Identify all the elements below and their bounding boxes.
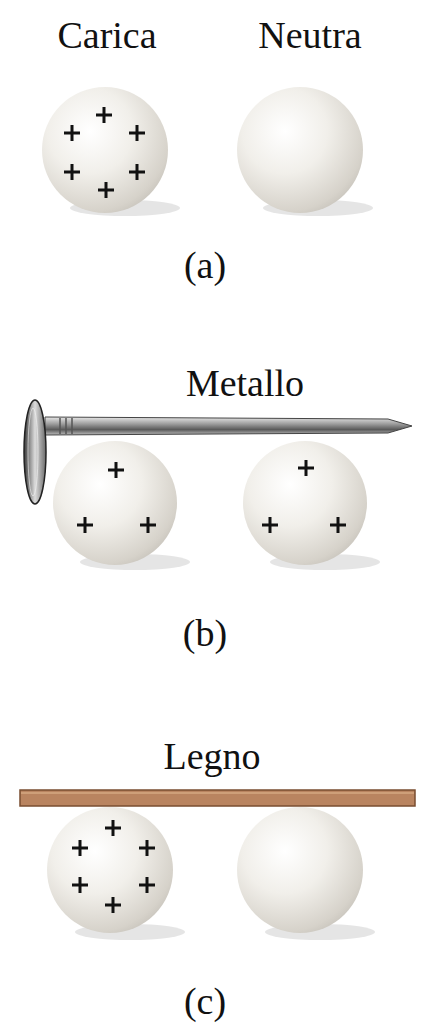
sphere <box>53 441 177 565</box>
panel-label: (b) <box>183 613 227 655</box>
metal-nail <box>24 400 412 504</box>
material-label: Metallo <box>186 363 304 405</box>
sphere-group-a <box>42 87 373 216</box>
charge-symbols <box>72 820 155 913</box>
sphere-group-c <box>20 790 415 940</box>
charge-symbols <box>77 460 346 533</box>
sphere-group-b <box>24 400 412 570</box>
state-label: Neutra <box>258 15 361 57</box>
charged-sphere <box>47 807 173 933</box>
sphere <box>243 441 367 565</box>
wood-plank <box>20 790 415 806</box>
neutral-sphere <box>237 87 363 213</box>
panel-label: (a) <box>184 245 226 287</box>
panel-label: (c) <box>184 981 226 1023</box>
charge-symbols <box>64 107 145 198</box>
state-label: Carica <box>57 15 156 57</box>
charged-sphere <box>42 87 168 213</box>
neutral-sphere <box>237 807 363 933</box>
material-label: Legno <box>163 736 260 778</box>
